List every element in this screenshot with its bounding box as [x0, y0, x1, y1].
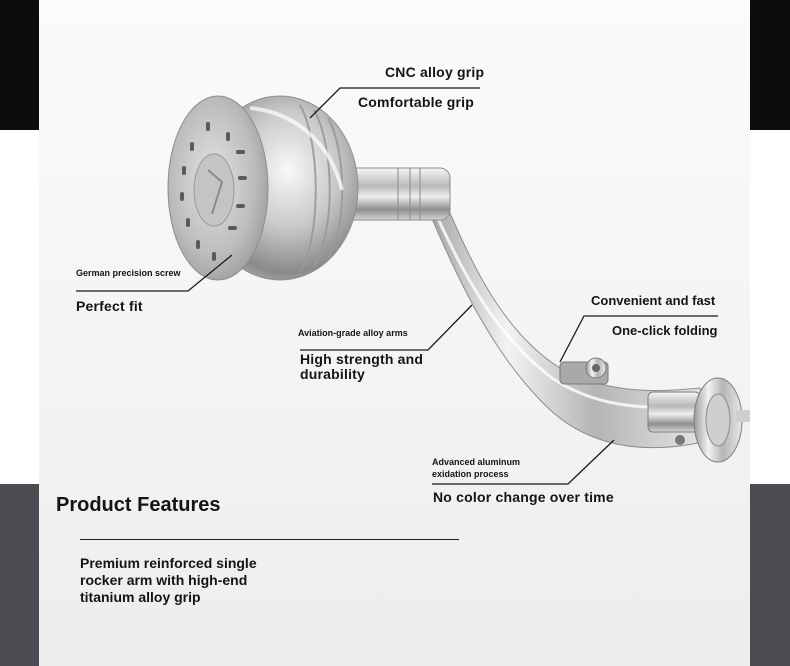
product-card: [39, 0, 750, 666]
features-title: Product Features: [56, 494, 221, 516]
callout-screw-subtitle: Perfect fit: [76, 298, 143, 314]
callout-folding-subtitle: One-click folding: [612, 323, 718, 338]
cnc-alloy-grip-knob: [167, 95, 359, 281]
features-description: Premium reinforced single rocker arm wit…: [80, 555, 257, 605]
callout-leader-lines: [76, 87, 718, 485]
grip-shaft: [344, 167, 451, 221]
callout-cnc-title: CNC alloy grip: [385, 64, 485, 80]
callout-arm-title: Aviation-grade alloy arms: [298, 328, 408, 338]
callout-folding-title: Convenient and fast: [591, 293, 716, 308]
features-divider: [80, 539, 459, 540]
callout-oxidation-title: Advanced aluminum exidation process: [432, 457, 521, 479]
callout-screw-title: German precision screw: [76, 268, 181, 278]
callout-oxidation-subtitle: No color change over time: [433, 489, 614, 505]
callout-cnc-subtitle: Comfortable grip: [358, 94, 474, 110]
arm-end-connector: [647, 377, 750, 463]
callout-arm-subtitle: High strength and durability: [300, 351, 424, 382]
folding-joint: [559, 357, 609, 385]
